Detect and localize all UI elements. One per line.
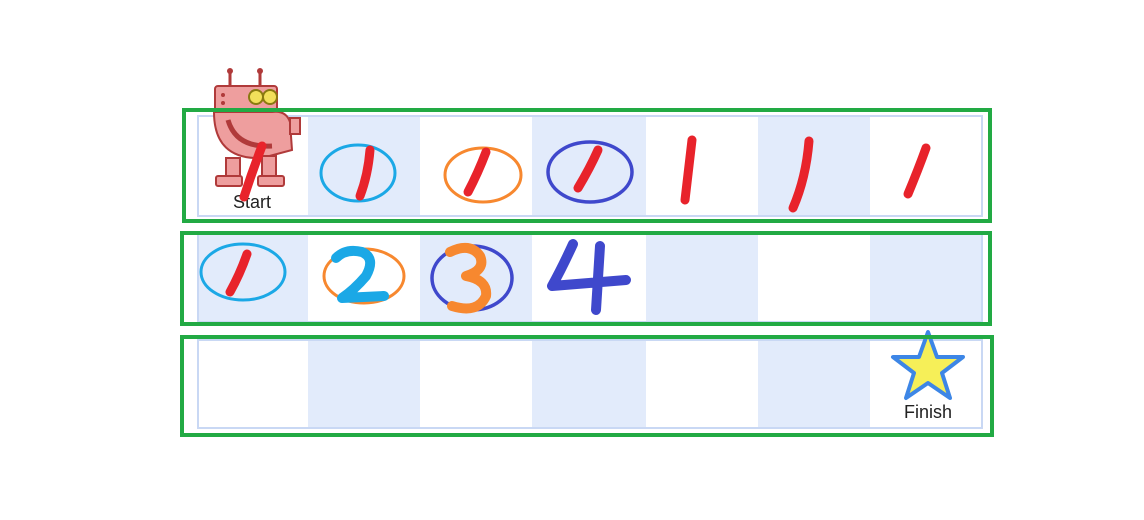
tally-mark	[463, 147, 491, 197]
board-cell	[198, 340, 308, 428]
tally-mark	[239, 141, 267, 202]
start-label: Start	[233, 192, 271, 212]
board-cell	[646, 340, 758, 428]
board-cell	[758, 340, 870, 428]
row-outlines	[180, 108, 994, 437]
board-cell	[646, 232, 758, 322]
tally-mark	[355, 145, 375, 201]
finish-label: Finish	[904, 402, 952, 422]
board-cell	[532, 340, 646, 428]
tally-mark	[680, 135, 697, 205]
handwritten-number-2	[331, 245, 389, 303]
tally-mark	[573, 145, 603, 193]
row-outline	[180, 231, 992, 326]
tally-mark	[225, 249, 252, 297]
board-cell	[758, 116, 870, 216]
tally-mark	[788, 136, 814, 213]
row-outline	[182, 108, 992, 223]
board-cell	[870, 232, 982, 322]
cyan-circle-mark	[199, 242, 287, 302]
board-cell	[198, 232, 308, 322]
tally-mark	[903, 143, 931, 199]
indigo-circle-mark	[546, 140, 634, 204]
row-outline	[180, 335, 994, 437]
cyan-circle-mark	[319, 143, 397, 203]
board-cell	[646, 116, 758, 216]
board-row-2	[198, 232, 982, 322]
red-tally-marks	[239, 135, 931, 213]
handwritten-number-4	[547, 239, 631, 315]
board-row-1	[198, 116, 982, 216]
board-row-3	[198, 340, 982, 428]
board-cell	[308, 340, 420, 428]
star-icon	[891, 330, 965, 400]
board-cell	[870, 116, 982, 216]
board-cell	[758, 232, 870, 322]
board-cell	[420, 340, 532, 428]
handwritten-number-3	[445, 242, 492, 314]
orange-circle-mark	[443, 146, 523, 204]
